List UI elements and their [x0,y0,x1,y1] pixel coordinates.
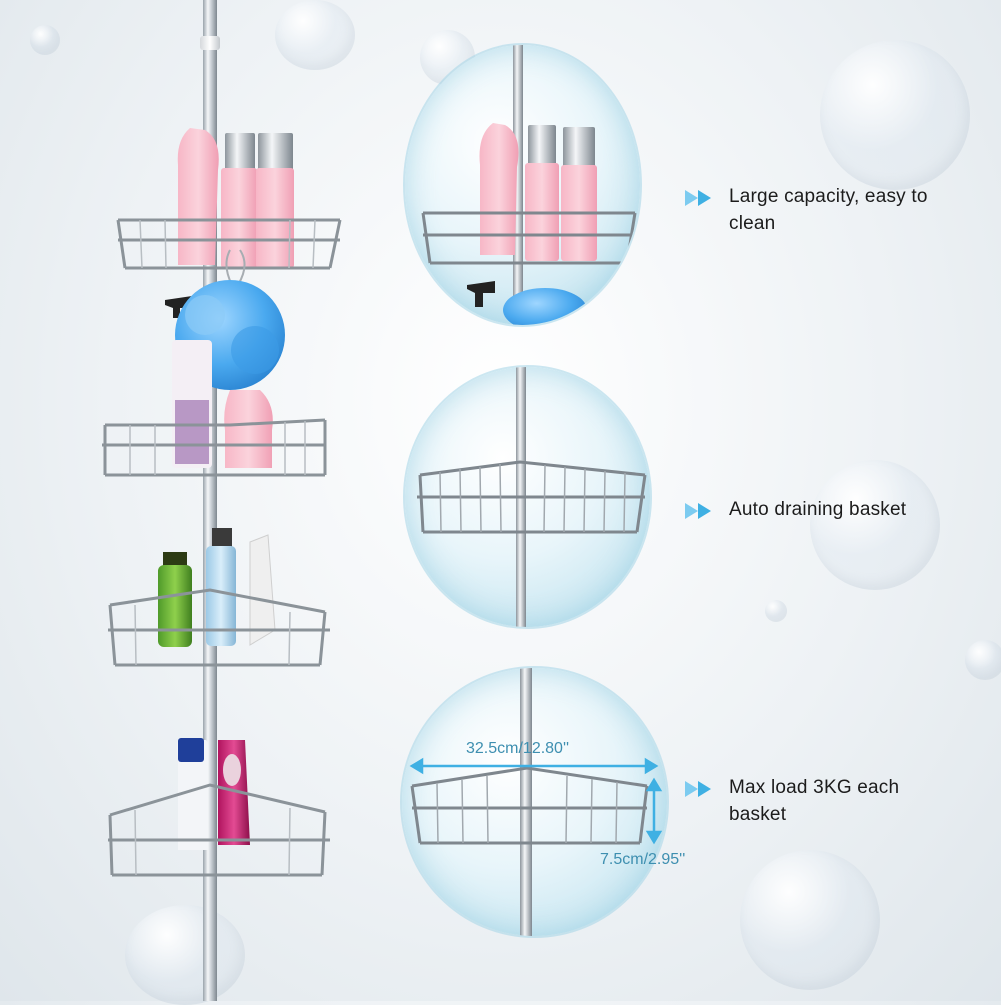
height-dimension-label: 7.5cm/2.95'' [600,851,686,868]
background-bubble [125,905,245,1005]
feature-capacity: Large capacity, easy to clean [685,183,955,237]
background-bubble [820,40,970,190]
background-bubble [965,640,1001,680]
shelf-basket-4 [108,738,330,877]
closeup-circle-dimensions [402,668,667,936]
background-bubble [810,460,940,590]
feature-max-load: Max load 3KG each basket [685,774,965,828]
double-arrow-icon [685,503,711,519]
closeup-circle-capacity [405,45,640,325]
pole-adjuster [200,36,220,50]
background-bubble [765,600,787,622]
shelf-basket-top [116,128,342,286]
feature-capacity-text: Large capacity, easy to clean [729,186,928,234]
background-bubble [30,25,60,55]
width-dimension-label: 32.5cm/12.80'' [466,740,570,757]
double-arrow-icon [685,781,711,797]
background-bubble [275,0,355,70]
double-arrow-icon [685,190,711,206]
feature-draining-text: Auto draining basket [729,499,907,520]
shelf-basket-2 [102,340,327,477]
background-bubble [740,850,880,990]
feature-max-load-text: Max load 3KG each basket [729,777,900,825]
closeup-circle-draining [405,367,650,627]
feature-draining: Auto draining basket [685,496,985,523]
shelf-basket-3 [108,528,330,667]
